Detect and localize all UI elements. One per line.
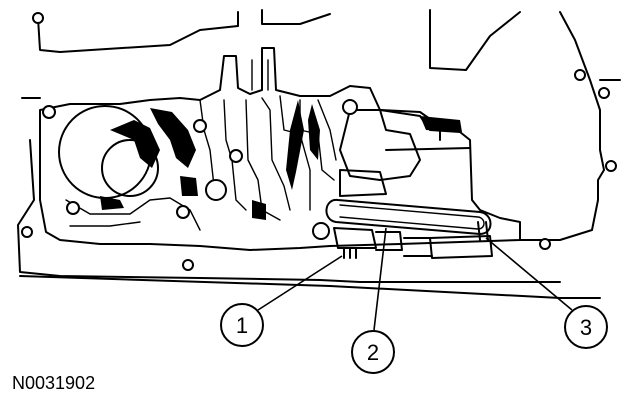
- leader-line-2: [373, 227, 387, 331]
- callout-2: 2: [351, 330, 395, 374]
- figure-id: N0031902: [12, 373, 95, 393]
- leader-lines: [257, 227, 573, 331]
- bolt-icon: [342, 99, 358, 115]
- bolt-icon: [21, 226, 33, 238]
- callout-label: 3: [580, 315, 592, 340]
- bolt-icon: [205, 179, 227, 201]
- pump-bore: [58, 105, 152, 199]
- plug-assembly: [333, 227, 403, 259]
- retaining-pin: [403, 221, 493, 259]
- bolt-icon: [42, 105, 56, 119]
- bolt-icon: [193, 119, 207, 133]
- bolt-icon: [32, 12, 44, 24]
- transmission-case-outline: [17, 9, 621, 299]
- leader-line-1: [257, 255, 343, 311]
- callout-1: 1: [220, 303, 264, 347]
- bolt-icon: [229, 149, 243, 163]
- bolt-icon: [66, 201, 80, 215]
- bolt-icon: [176, 205, 190, 219]
- bolt-icon: [539, 238, 551, 250]
- valve-body: [39, 47, 521, 251]
- callout-label: 2: [367, 340, 379, 365]
- bolt-icon: [605, 160, 617, 172]
- leader-line-3: [485, 237, 573, 311]
- case-bolts: [21, 12, 617, 271]
- bolt-icon: [182, 259, 194, 271]
- bolt-icon: [574, 69, 586, 81]
- bolt-icon: [598, 87, 610, 99]
- callout-label: 1: [236, 313, 248, 338]
- bolt-icon: [312, 222, 330, 240]
- callout-3: 3: [564, 305, 608, 349]
